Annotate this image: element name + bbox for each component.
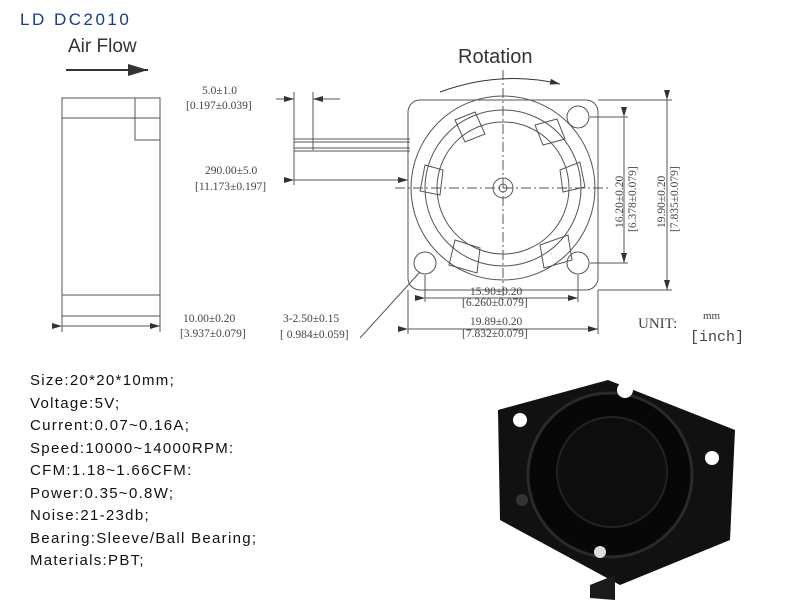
unit-label: UNIT: <box>638 316 678 332</box>
dim-width: 19.89±0.20 <box>470 316 523 328</box>
air-flow-label: Air Flow <box>68 36 137 57</box>
dim-width-inch: [7.832±0.079] <box>462 328 528 340</box>
dim-hole-spacing-h-inch: [6.260±0.079] <box>462 297 528 309</box>
dim-wire-length-inch: [11.173±0.197] <box>195 181 267 193</box>
rotation-label: Rotation <box>458 46 533 68</box>
dim-wire-strip: 5.0±1.0 <box>202 85 238 97</box>
dim-hole-inch: [ 0.984±0.059] <box>280 329 349 341</box>
unit-mm: mm <box>703 310 721 322</box>
dim-wire-strip-inch: [0.197±0.039] <box>186 100 252 112</box>
dim-wire-length: 290.00±5.0 <box>205 165 258 177</box>
wires <box>276 92 410 185</box>
unit-inch: [inch] <box>690 329 745 346</box>
spec-noise: Noise:21-23db; <box>30 507 150 524</box>
fan-photo <box>498 380 735 600</box>
spec-power: Power:0.35~0.8W; <box>30 484 175 502</box>
spec-speed: Speed:10000~14000RPM: <box>30 439 235 457</box>
side-view <box>52 97 161 332</box>
dim-hole-spacing-h: 15.90±0.20 <box>470 286 523 298</box>
spec-materials: Materials:PBT; <box>30 552 145 569</box>
dim-thickness: 10.00±0.20 <box>183 313 236 325</box>
dim-hole: 3-2.50±0.15 <box>283 313 340 325</box>
spec-cfm: CFM:1.18~1.66CFM: <box>30 462 193 479</box>
dim-hole-spacing-v-inch: [6.378±0.079] <box>627 166 639 232</box>
dim-height-inch: [7.835±0.079] <box>669 166 681 232</box>
spec-current: Current:0.07~0.16A; <box>30 417 191 434</box>
spec-list: Size:20*20*10mm; Voltage:5V; Current:0.0… <box>30 370 257 573</box>
rotation-arrow <box>439 78 561 93</box>
dim-thickness-inch: [3.937±0.079] <box>180 328 246 340</box>
spec-voltage: Voltage:5V; <box>30 394 121 412</box>
dim-height: 19.90±0.20 <box>656 175 668 228</box>
front-view <box>359 70 672 339</box>
model-title: LD DC2010 <box>20 10 132 29</box>
spec-size: Size:20*20*10mm; <box>30 372 176 389</box>
spec-bearing: Bearing:Sleeve/Ball Bearing; <box>30 529 258 547</box>
dim-hole-spacing-v: 16.20±0.20 <box>614 175 626 228</box>
